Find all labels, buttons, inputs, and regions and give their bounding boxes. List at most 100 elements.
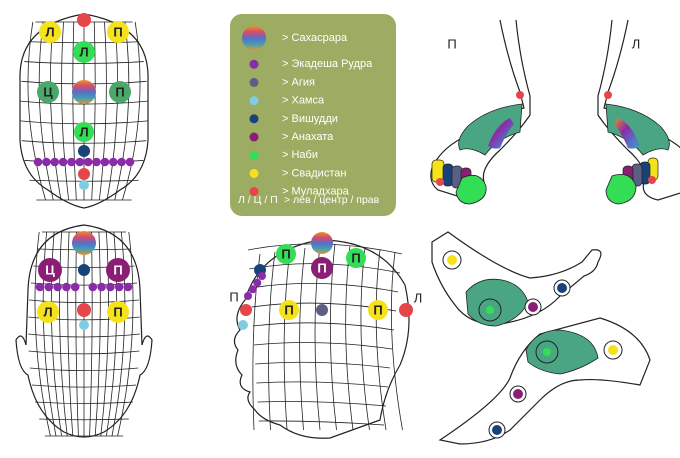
muladhara-dot xyxy=(77,303,91,317)
legend-label-anahata: > Анахата xyxy=(282,131,334,143)
ekadesha-rudra-dot xyxy=(244,292,252,300)
ekadesha-rudra-dot xyxy=(62,282,71,292)
vishuddhi-dot xyxy=(78,145,90,157)
side-front-label: П xyxy=(229,290,238,305)
hamsa-dot xyxy=(238,320,248,330)
right-mark: П xyxy=(317,261,326,276)
legend-label-nabi: > Наби xyxy=(282,149,318,161)
nabi-center-small xyxy=(74,122,94,142)
ekadesha-rudra-dot xyxy=(109,157,118,167)
leg-vishuddhi-dot xyxy=(492,425,502,435)
left-mark: Л xyxy=(79,45,88,60)
left-foot-green-zone xyxy=(458,103,523,156)
ekadesha-rudra-dot xyxy=(117,157,126,167)
muladhara-back-dot xyxy=(399,303,413,317)
right-foot-sahasrara-zone xyxy=(614,118,640,149)
legend-label-muladhara: > Муладхара xyxy=(282,186,350,198)
anahata-dot xyxy=(311,257,333,279)
leg-svadistan-dot xyxy=(608,345,618,355)
vishuddhi-dot xyxy=(78,264,90,276)
head-front-view: Ц П Л П xyxy=(15,224,153,438)
legend-label-vishuddhi: > Вишудди xyxy=(282,113,338,125)
muladhara-dot xyxy=(240,304,252,316)
ekadesha-rudra-dot xyxy=(248,285,257,294)
right-mark: П xyxy=(373,303,382,318)
arm-vishuddhi-dot xyxy=(557,283,567,293)
right-foot-nabi-zone xyxy=(605,173,637,205)
legend-swatch-svadistan xyxy=(249,168,259,178)
ekadesha-rudra-dot xyxy=(253,278,262,287)
nabi-right-dot xyxy=(346,248,366,268)
left-foot-toe-vishuddhi xyxy=(442,163,454,187)
anahata-right-dot xyxy=(106,258,130,282)
sahasrara-dot xyxy=(72,80,96,104)
leg-nabi-dot xyxy=(543,348,551,356)
right-mark: П xyxy=(351,251,360,266)
right-mark: П xyxy=(113,305,122,320)
legend-swatch-anahata xyxy=(249,132,259,142)
legend-label-ekadesha-rudra: > Экадеша Рудра xyxy=(282,58,373,70)
legend-label-agia: > Агия xyxy=(282,76,315,88)
legend-swatch-ekadesha-rudra xyxy=(249,59,259,69)
right-foot-green-zone xyxy=(605,103,670,156)
left-foot-nabi-zone xyxy=(455,174,487,205)
ekadesha-rudra-dot xyxy=(114,282,124,292)
arm-ring-green xyxy=(478,298,502,322)
ekadesha-rudra-dot xyxy=(92,157,101,167)
left-mark: Л xyxy=(43,305,52,320)
ekadesha-rudra-dot xyxy=(97,282,106,292)
right-mark: П xyxy=(281,247,290,262)
ekadesha-rudra-dot xyxy=(44,282,54,292)
nabi-right-dot xyxy=(109,81,131,103)
ekadesha-rudra-dot xyxy=(88,282,98,292)
legend-swatch-hamsa xyxy=(249,96,259,106)
svadistan-left-dot xyxy=(39,21,61,43)
svadistan-left-dot xyxy=(37,301,59,323)
ekadesha-rudra-dot xyxy=(106,282,115,292)
legend-note-text: > лев / центр / прав xyxy=(284,194,380,206)
ekadesha-rudra-dot xyxy=(58,157,68,167)
legend-swatch-nabi xyxy=(249,150,259,160)
left-foot-sahasrara-zone xyxy=(488,118,514,149)
ekadesha-rudra-dot xyxy=(33,157,43,167)
ekadesha-rudra-dot xyxy=(53,282,62,292)
arm-anahata-dot xyxy=(528,302,538,312)
ekadesha-rudra-dot xyxy=(100,157,110,167)
muladhara-top-dot xyxy=(77,13,91,27)
right-mark: П xyxy=(115,85,124,100)
ekadesha-rudra-dot xyxy=(42,157,51,167)
center-mark: Ц xyxy=(45,263,55,278)
ekadesha-rudra-dot xyxy=(50,157,59,167)
legend-swatch-vishuddhi xyxy=(249,114,259,124)
ekadesha-rudra-dot xyxy=(123,282,133,292)
ekadesha-rudra-dot xyxy=(125,157,135,167)
sahasrara-dot xyxy=(311,232,333,254)
right-foot-muladhara xyxy=(604,91,612,99)
feet-right-label: Л xyxy=(632,37,641,52)
right-mark: П xyxy=(284,303,293,318)
ekadesha-rudra-row xyxy=(35,282,133,292)
arm-nabi-dot xyxy=(486,306,494,314)
right-foot-muladhara-toe xyxy=(648,176,656,184)
legend-label-hamsa: > Хамса xyxy=(282,95,325,107)
legend-swatch-agia xyxy=(249,77,259,87)
ekadesha-rudra-dot xyxy=(35,282,45,292)
left-foot-muladhara-toe xyxy=(436,178,444,186)
left-mark: Л xyxy=(45,25,54,40)
ekadesha-rudra-dot xyxy=(70,282,80,292)
side-back-label: Л xyxy=(414,291,423,306)
arm-svadistan-dot xyxy=(447,255,457,265)
legend-label-svadistan: > Свадистан xyxy=(282,167,346,179)
svadistan-back-dot xyxy=(368,300,388,320)
center-mark: Ц xyxy=(43,85,53,100)
hamsa-dot xyxy=(79,320,89,330)
svadistan-right-dot xyxy=(107,21,129,43)
hamsa-dot xyxy=(79,180,89,190)
legend-panel: > Сахасрара > Экадеша Рудра > Агия > Хамса >… xyxy=(230,14,396,216)
ekadesha-rudra-dot xyxy=(67,157,76,167)
feet-view: П Л xyxy=(430,19,680,205)
legend-label-sahasrara: > Сахасрара xyxy=(282,32,348,44)
left-foot-muladhara xyxy=(516,91,524,99)
leg-ring-green xyxy=(535,340,559,364)
